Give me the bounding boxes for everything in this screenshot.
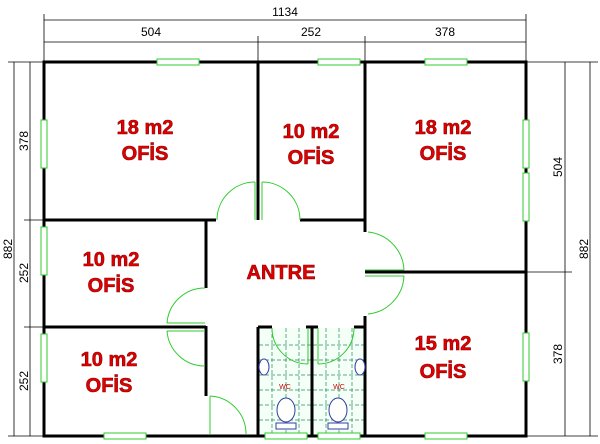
dim-left-total: 882 xyxy=(1,239,15,259)
room-1-area: 18 m2 xyxy=(117,117,174,139)
doors xyxy=(166,181,405,435)
dim-top-3: 378 xyxy=(435,25,455,39)
room-1-name: OFİS xyxy=(122,142,169,165)
sink-icon xyxy=(258,358,270,376)
toilet-icon xyxy=(328,397,348,423)
windows xyxy=(40,58,530,440)
hall-label: ANTRE xyxy=(247,262,316,284)
wc-label-2: WC xyxy=(333,384,345,391)
dim-left-2: 252 xyxy=(17,263,31,283)
toilet-icon xyxy=(276,397,296,423)
room-6-area: 15 m2 xyxy=(415,333,472,355)
wc-fixtures xyxy=(258,358,366,430)
room-4-area: 10 m2 xyxy=(83,249,140,271)
sink-icon xyxy=(354,358,366,376)
dim-left-1: 378 xyxy=(17,131,31,151)
dim-right-total: 882 xyxy=(577,239,591,259)
room-6-name: OFİS xyxy=(420,360,467,383)
room-3-name: OFİS xyxy=(420,142,467,165)
dim-total-width: 1134 xyxy=(272,5,298,19)
room-2-name: OFİS xyxy=(288,146,335,169)
room-5-name: OFİS xyxy=(86,374,133,397)
dim-right-2: 378 xyxy=(551,344,565,364)
room-2-area: 10 m2 xyxy=(283,121,340,143)
dim-top-2: 252 xyxy=(301,25,321,39)
dimension-lines xyxy=(8,14,598,437)
dim-top-1: 504 xyxy=(141,25,161,39)
dim-left-3: 252 xyxy=(17,371,31,391)
room-4-name: OFİS xyxy=(88,274,135,297)
room-5-area: 10 m2 xyxy=(81,349,138,371)
room-3-area: 18 m2 xyxy=(415,117,472,139)
dim-right-1: 504 xyxy=(551,157,565,177)
wc-label-1: WC xyxy=(279,384,291,391)
